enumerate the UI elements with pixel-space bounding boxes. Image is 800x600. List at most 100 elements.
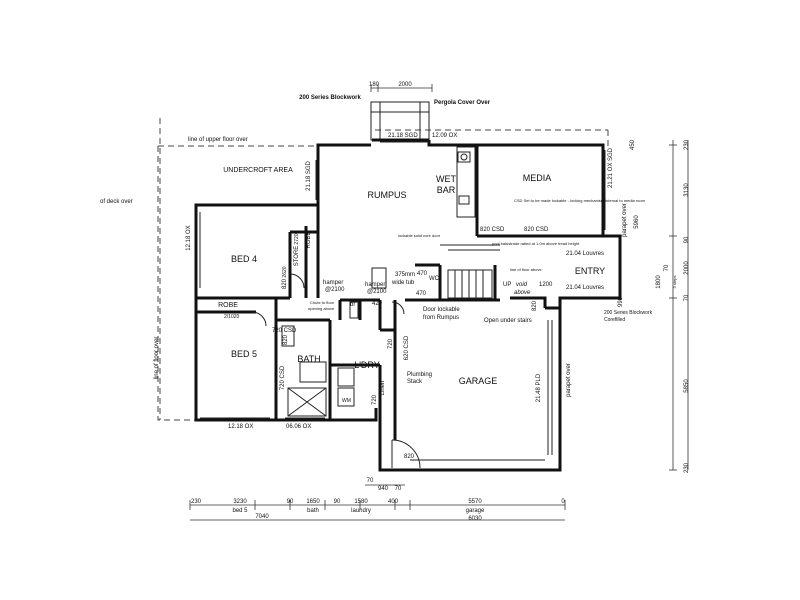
dim-right-3steps: 3 steps [672,276,677,289]
robe-upper-label: ROBE [306,231,312,248]
chute-note-1: Chute to floor [310,300,335,305]
parapet-bottom-note: parapet over [566,363,572,397]
opening-820b: 820 [283,334,289,345]
linen-label: Linen [380,381,386,396]
wet-bar-bench [456,146,476,218]
window-marks [199,141,606,419]
opening-820g: 820 [404,454,415,460]
dim-top-2000: 2000 [398,82,412,88]
internal-walls [196,145,603,440]
blockwork-right-note-2: Corefilled [604,317,625,323]
hamper2-note-1: hamper [365,282,385,288]
dim-bottom-0: 0 [561,499,565,505]
dim-right-2000: 2000 [684,261,690,275]
dim-right-1800: 1800 [656,275,662,289]
door-lockable-note-1: Door lockable [423,307,460,313]
opening-470a: 470 [417,271,428,277]
opening-robe2: 2/1020 [224,314,240,320]
opening-media-csd: 820 CSD [480,227,505,233]
hamper1-note-1: hamper [323,280,343,286]
dim-bottom-bath: bath [307,508,319,514]
opening-ox-top: 12.09 OX [432,133,457,139]
opening-720csd-a: 720 CSD [272,328,297,334]
right-dimensions [669,140,689,471]
tub-note-1: 375mm [395,272,415,278]
bath-fixtures [281,267,387,417]
laundry-label: L'DRY [354,360,380,370]
dim-right-5850: 5850 [684,379,690,393]
opening-1200: 1200 [539,282,553,288]
wet-label: WET [436,174,456,184]
opening-2720: 2720 [294,233,300,244]
pergola-note: Pergola Cover Over [434,100,491,106]
stairs-up-note: UP [503,282,511,288]
bed4-label: BED 4 [231,254,257,264]
blockwork-right-note-1: 200 Series Blockwork [604,310,653,316]
dim-bottom-400: 400 [388,499,399,505]
dim-bottom-940: 940 [378,486,389,492]
dim-right-90: 90 [684,236,690,243]
opening-470b: 470 [416,291,427,297]
dim-right-230b: 230 [684,462,690,473]
entry-label: ENTRY [575,266,605,276]
robe-lower-label: ROBE [218,302,238,309]
upper-floor-line-note: line of upper floor over [188,137,248,143]
opening-ox-bed4: 12.18 OX [186,225,192,250]
floor-above-note: line of floor above [510,267,542,272]
dim-bottom-70a: 70 [367,478,374,484]
opening-louvres2: 21.04 Louvres [566,285,604,291]
bath-label: BATH [297,354,320,364]
plumbing-note-2: Stack [407,379,423,385]
opening-louvres1: 21.04 Louvres [566,251,604,257]
br-note: br [350,302,355,308]
bar-label: BAR [437,185,456,195]
blockwork-top-note: 200 Series Blockwork [299,95,361,101]
bottom-dimensions [189,484,566,521]
dim-top-180: 180 [369,82,380,88]
opening-420: 420 [372,301,383,307]
opening-ox-media: 21.21 OX SGD [608,147,614,188]
garage-openings [410,320,553,461]
dim-bottom-5570: 5570 [468,499,482,505]
door-lockable-note-2: from Rumpus [423,315,459,321]
opening-820a: 820 [282,278,288,289]
dim-bottom-230: 230 [191,499,202,505]
hamper1-note-2: @2100 [325,287,345,293]
tub-note-2: wide tub [391,280,415,286]
opening-2620: 2620 [282,266,288,277]
dim-bottom-1580: 1580 [354,499,368,505]
opening-620csd: 620 CSD [404,335,410,360]
dim-right-70b: 70 [684,294,690,301]
dim-bottom-6030: 6030 [468,516,482,522]
dim-bottom-3230: 3230 [233,499,247,505]
dim-right-5960: 5960 [634,215,640,229]
lockable-door-note: lockable solid core door [398,233,441,238]
dim-bottom-7040: 7040 [255,514,269,520]
dim-bottom-laundry: laundry [351,508,371,514]
dim-right-450: 450 [630,139,636,150]
opening-720: 720 [388,338,394,349]
dim-right-70: 70 [664,264,670,271]
wm-note: WM [342,398,351,404]
store-label: STORE [294,246,300,267]
dim-bottom-bed5: bed 5 [232,508,248,514]
parapet-top-note: parapet over [622,203,628,237]
door-swings [251,273,421,469]
pergola [370,84,433,141]
dim-bottom-garage: garage [466,508,485,514]
dim-bottom-70b: 70 [395,486,402,492]
wc-label: WC [429,276,440,282]
void-note-1: void [516,282,528,288]
deck-over-note: of deck over [100,199,133,205]
plumbing-note-1: Plumbing [407,372,432,378]
opening-sgd-top: 21.18 SGD [388,133,418,139]
opening-rumpus-csd: 820 CSD [524,227,549,233]
opening-ox-bed5: 12.18 OX [228,424,253,430]
hamper2-note-2: @2100 [367,289,387,295]
stairs [440,244,500,299]
dim-right-3130: 3130 [684,183,690,197]
void-note-2: above [514,290,531,296]
opening-720b: 720 [372,394,378,405]
opening-ox-bath: 06.06 OX [286,424,311,430]
balustrade-note: pool balustrade ratled at 1.0m above tre… [492,241,580,246]
